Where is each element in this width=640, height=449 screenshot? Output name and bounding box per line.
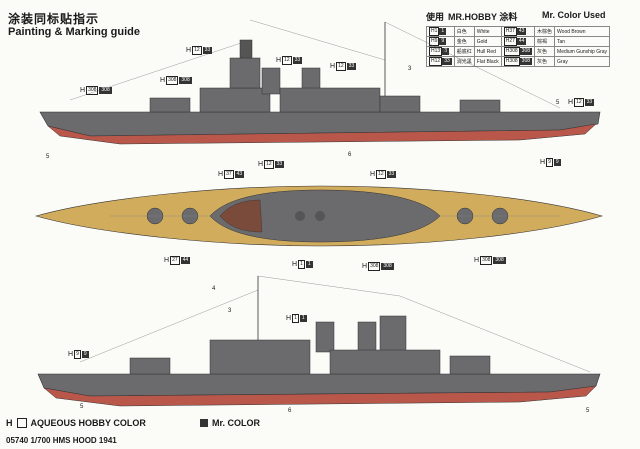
product-id: 05740 1/700 HMS HOOD 1941 — [6, 436, 117, 445]
title-english: Painting & Marking guide — [8, 26, 141, 38]
marker-5-bottom-left: 5 — [80, 404, 84, 410]
used-mr-color: Mr. Color Used — [542, 10, 606, 20]
top-ship-side-view — [39, 19, 601, 145]
marker-5-bottom-right: 5 — [586, 408, 590, 414]
marker-3-bottom: 3 — [228, 308, 232, 314]
marker-6-top: 6 — [348, 152, 352, 158]
marker-5-top-right: 5 — [556, 100, 560, 106]
mid-ship-deck-view — [34, 185, 604, 247]
used-brand: MR.HOBBY 涂料 — [448, 12, 518, 22]
title-chinese: 涂装同标贴指示 — [8, 12, 100, 26]
mr-color-legend: Mr. COLOR — [200, 418, 260, 428]
open-square-icon — [16, 418, 27, 428]
marker-6-bottom: 6 — [288, 408, 292, 414]
marker-3: 3 — [408, 66, 412, 72]
marker-4: 4 — [212, 286, 216, 292]
filled-square-icon — [200, 419, 208, 427]
bottom-ship-side-view — [37, 275, 601, 407]
used-prefix: 使用 — [426, 12, 445, 22]
marker-5-top-left: 5 — [46, 154, 50, 160]
aqueous-legend: H AQUEOUS HOBBY COLOR — [6, 418, 146, 428]
